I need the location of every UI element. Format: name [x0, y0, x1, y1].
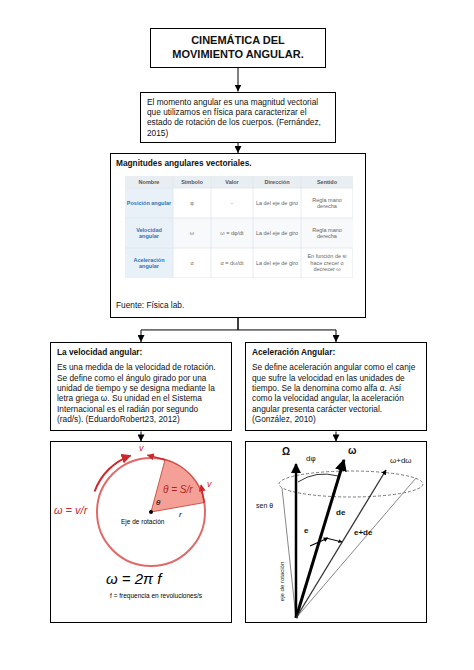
- table-cell: ω = dφ/dt: [211, 218, 253, 248]
- table-cell: Aceleración angular: [125, 248, 173, 278]
- figure-label: e: [304, 526, 308, 535]
- table-cell: -: [211, 188, 253, 218]
- figure-box: v v θ = S/r ω = v/r r θEje de rotación ω = 2π …: [50, 441, 232, 623]
- connector-arrow: [238, 68, 239, 92]
- table-cell: ω: [173, 218, 211, 248]
- figure-label: v: [207, 479, 212, 489]
- table-header: Símbolo: [173, 176, 211, 188]
- concept-box: La velocidad angular: Es una medida de la…: [50, 342, 232, 432]
- figure-label: de: [336, 508, 345, 517]
- figure-label: Eje de rotación: [121, 518, 183, 525]
- concept-box: Aceleración Angular: Se define aceleració…: [245, 342, 427, 432]
- connector-arrow: [238, 143, 239, 153]
- box-heading: La velocidad angular:: [57, 347, 225, 357]
- figure-label: sen θ: [256, 502, 273, 510]
- figure-label: eje de rotación: [279, 556, 286, 608]
- box-text: Es una medida de la velocidad de rotació…: [57, 362, 225, 424]
- table-cell: φ: [173, 188, 211, 218]
- box-text: Se define aceleración angular como el ca…: [252, 362, 420, 424]
- table-header: Valor: [211, 176, 253, 188]
- figure-label: Ω: [282, 446, 290, 458]
- table-header: Sentido: [301, 176, 353, 188]
- figure-label: f = frequencia en revoluciones/s: [101, 592, 211, 599]
- box-text: CINEMÁTICA DEL MOVIMIENTO ANGULAR.: [157, 34, 319, 62]
- table-cell: La del eje de giro: [253, 188, 301, 218]
- table-cell: α: [173, 248, 211, 278]
- figure-label: θ = S/r: [163, 484, 193, 496]
- table-cell: Velocidad angular: [125, 218, 173, 248]
- table-cell: En función de si hace crecer o decrecer …: [301, 248, 353, 278]
- figure-label: dφ: [306, 454, 316, 463]
- title-box: CINEMÁTICA DEL MOVIMIENTO ANGULAR.: [150, 28, 326, 68]
- table-header: Dirección: [253, 176, 301, 188]
- table-box: Magnitudes angulares vectoriales. Fuente:…: [110, 153, 366, 318]
- figure-label: Fuente: Física lab.: [116, 301, 356, 311]
- box-text: El momento angular es una magnitud vecto…: [147, 97, 329, 138]
- table-cell: La del eje de giro: [253, 248, 301, 278]
- figure-label: e+de: [354, 528, 372, 537]
- figure-label: θ: [156, 498, 160, 507]
- figure-label: Magnitudes angulares vectoriales.: [116, 158, 360, 168]
- figure-label: ω+dω: [390, 456, 412, 465]
- concept-box: El momento angular es una magnitud vecto…: [140, 92, 336, 143]
- table-header: Nombre: [125, 176, 173, 188]
- figure-label: r: [179, 510, 182, 519]
- figure-label: ω: [348, 445, 356, 457]
- connector-arrow: [238, 318, 336, 342]
- figure-label: ω = v/r: [54, 504, 87, 517]
- table-cell: Regla mano derecha: [301, 188, 353, 218]
- connector-arrow: [336, 431, 337, 441]
- table-cell: Posición angular: [125, 188, 173, 218]
- figure-label: v: [139, 443, 144, 453]
- figure-box: Ωdφ ω ω+dω sen θ e de e+de eje de rotación: [245, 441, 427, 623]
- connector-arrow: [141, 431, 142, 441]
- precession-cone: [246, 442, 426, 622]
- table-cell: α = dω/dt: [211, 248, 253, 278]
- connector-arrow: [141, 318, 238, 342]
- table-cell: Regla mano derecha: [301, 218, 353, 248]
- box-heading: Aceleración Angular:: [252, 347, 420, 357]
- table-cell: La del eje de giro: [253, 218, 301, 248]
- figure-label: ω = 2π f: [106, 570, 162, 587]
